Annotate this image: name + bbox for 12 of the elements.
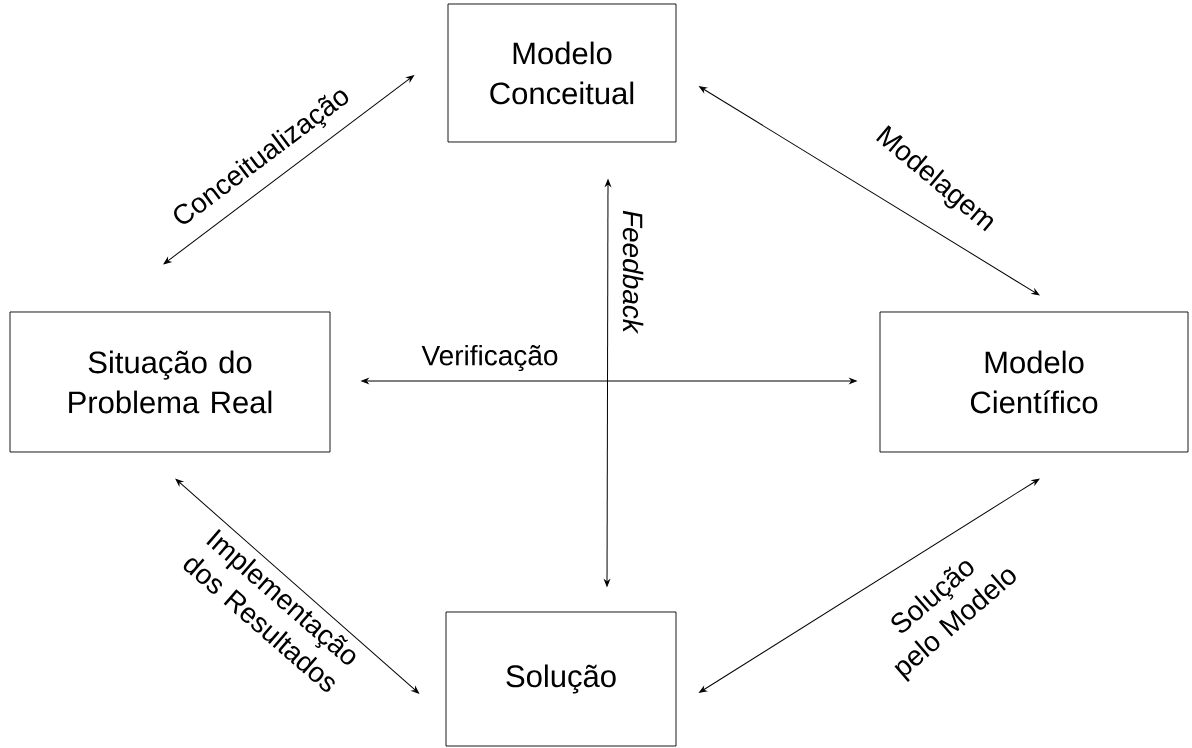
arrow <box>604 179 611 587</box>
process-box: Situação do Problema Real <box>9 311 331 453</box>
edge-label: Verificação <box>421 344 558 372</box>
process-box: Modelo Científico <box>879 311 1189 453</box>
arrow <box>175 478 419 694</box>
arrow <box>361 378 857 384</box>
arrow <box>699 478 1040 693</box>
arrow <box>163 75 414 265</box>
edge-label: Feedback <box>622 210 644 335</box>
process-box: Solução <box>445 611 677 747</box>
arrow <box>699 86 1040 296</box>
process-box: Modelo Conceitual <box>447 3 677 143</box>
